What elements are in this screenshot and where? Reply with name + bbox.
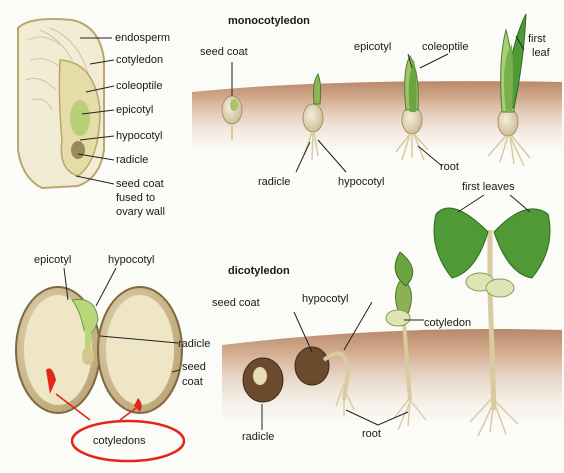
monocot-label-epicotyl: epicotyl — [354, 41, 391, 53]
label-hypocotyl: hypocotyl — [116, 130, 162, 142]
dicot-stage-1 — [243, 358, 283, 402]
bean-label-cotyledons: cotyledons — [93, 435, 146, 447]
label-radicle: radicle — [116, 154, 148, 166]
monocot-label-first-leaf-line1: first — [528, 33, 546, 45]
monocot-title: monocotyledon — [228, 15, 310, 27]
bean-label-radicle: radicle — [178, 338, 210, 350]
dicot-label-root: root — [362, 428, 381, 440]
monocot-label-root: root — [440, 161, 459, 173]
dicot-label-first-leaves: first leaves — [462, 181, 515, 193]
dicot-label-cotyledon: cotyledon — [424, 317, 471, 329]
bean-label-hypocotyl: hypocotyl — [108, 254, 154, 266]
monocot-label-hypocotyl: hypocotyl — [338, 176, 384, 188]
monocot-label-first-leaf-line2: leaf — [532, 47, 551, 59]
label-seed-coat-line2: fused to — [116, 192, 155, 204]
dicot-label-seed-coat: seed coat — [212, 297, 260, 309]
dicot-title: dicotyledon — [228, 265, 290, 277]
label-coleoptile: coleoptile — [116, 80, 162, 92]
bean-label-seed-line2: coat — [182, 376, 203, 388]
label-seed-coat-line3: ovary wall — [116, 206, 165, 218]
label-seed-coat-line1: seed coat — [116, 178, 164, 190]
label-endosperm: endosperm — [115, 32, 170, 44]
monocot-label-coleoptile: coleoptile — [422, 41, 468, 53]
monocot-label-radicle: radicle — [258, 176, 290, 188]
dicot-label-radicle: radicle — [242, 431, 274, 443]
corn-kernel — [18, 19, 104, 188]
bean-seed — [16, 287, 182, 413]
dicot-label-hypocotyl: hypocotyl — [302, 293, 348, 305]
monocot-label-seed-coat: seed coat — [200, 46, 248, 58]
label-epicotyl: epicotyl — [116, 104, 153, 116]
bean-label-epicotyl: epicotyl — [34, 254, 71, 266]
label-cotyledon: cotyledon — [116, 54, 163, 66]
bean-label-seed-line1: seed — [182, 361, 206, 373]
